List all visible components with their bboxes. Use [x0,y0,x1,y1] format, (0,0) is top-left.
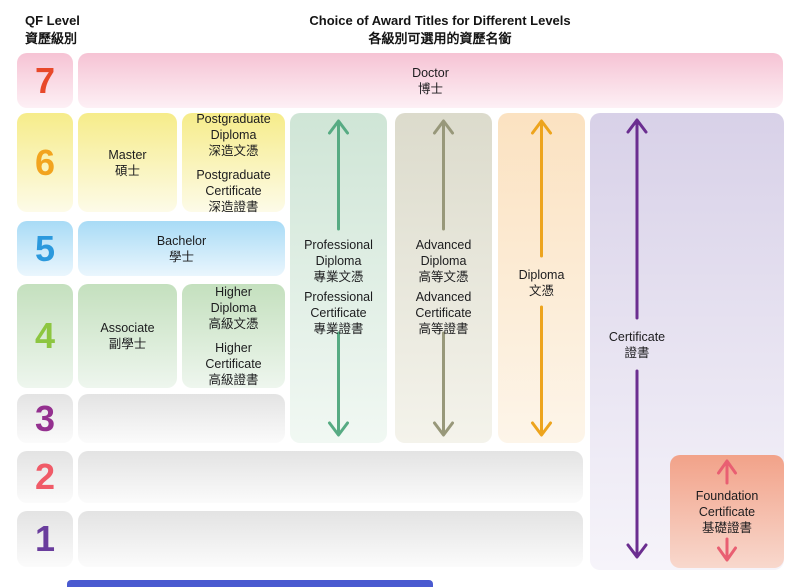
higher-diploma-label-en: Higher Diploma [210,285,257,315]
level-badge-5: 5 [17,221,73,276]
advanced-certificate-label-zh: 高等證書 [418,322,469,336]
level-3-empty-cell [78,394,285,443]
advanced-diploma-label-zh: 高等文憑 [418,270,469,284]
doctor-label-zh: 博士 [417,81,443,96]
certificate-updown-arrow-icon [626,118,648,559]
postgraduate-diploma-label-en: Postgraduate Diploma [196,111,271,142]
advanced-labels: Advanced Diploma 高等文憑 Advanced Certifica… [395,233,492,341]
professional-certificate-label-zh: 專業證書 [313,322,364,336]
qf-level-label-en: QF Level [25,13,80,28]
professional-updown-arrow-icon [328,119,349,437]
foundation-certificate-cell: Foundation Certificate 基礎證書 [670,455,784,568]
higher-certificate-label-en: Higher Certificate [205,341,262,371]
master-cell: Master 碩士 [78,113,177,212]
certificate-label-en: Certificate [608,330,666,344]
postgraduate-certificate-label-zh: 深造證書 [208,199,259,214]
qf-level-label: QF Level 資歷級別 [25,12,80,48]
postgraduate-cell: Postgraduate Diploma 深造文憑 Postgraduate C… [182,111,285,214]
level-badge-7: 7 [17,53,73,108]
advanced-column: Advanced Diploma 高等文憑 Advanced Certifica… [395,113,492,443]
diploma-labels: Diploma 文憑 [498,263,585,303]
professional-column: Professional Diploma 專業文憑 Professional C… [290,113,387,443]
foundation-certificate-label-zh: 基礎證書 [701,521,752,535]
level-badge-4: 4 [17,284,73,388]
level-7-number: 7 [34,59,56,101]
foundation-labels: Foundation Certificate 基礎證書 [670,488,784,536]
bottom-cutoff-bar [67,580,433,587]
advanced-certificate-label-en: Advanced Certificate [415,290,472,320]
master-label-zh: 碩士 [114,163,140,178]
advanced-diploma-label-en: Advanced Diploma [415,238,472,268]
level-1-empty-cell [78,511,583,567]
qf-level-label-zh: 資歷級別 [25,31,78,47]
level-badge-2: 2 [17,451,73,503]
certificate-labels: Certificate 證書 [590,325,684,365]
higher-cell: Higher Diploma 高級文憑 Higher Certificate 高… [182,284,285,388]
doctor-label-en: Doctor [412,65,449,80]
associate-label-en: Associate [100,321,155,335]
page-title: Choice of Award Titles for Different Lev… [80,12,800,48]
level-2-empty-cell [78,451,583,503]
higher-certificate-label-zh: 高級證書 [208,373,259,387]
level-6-number: 6 [34,141,56,183]
professional-diploma-label-en: Professional Diploma [304,238,373,268]
professional-labels: Professional Diploma 專業文憑 Professional C… [290,233,387,341]
higher-diploma-label-zh: 高級文憑 [208,317,259,331]
bachelor-label-en: Bachelor [156,233,207,248]
level-5-number: 5 [34,227,56,269]
level-3-number: 3 [34,397,56,439]
level-badge-1: 1 [17,511,73,567]
page-title-en: Choice of Award Titles for Different Lev… [309,13,571,28]
associate-cell: Associate 副學士 [78,284,177,388]
bachelor-cell: Bachelor 學士 [78,221,285,276]
level-badge-3: 3 [17,394,73,443]
level-4-number: 4 [34,315,56,356]
diploma-label-en: Diploma [518,268,565,282]
master-label-en: Master [108,147,147,162]
diploma-label-zh: 文憑 [528,284,554,298]
professional-certificate-label-en: Professional Certificate [304,290,373,320]
doctor-cell: Doctor 博士 [78,53,783,108]
postgraduate-diploma-label-zh: 深造文憑 [208,143,259,158]
professional-diploma-label-zh: 專業文憑 [313,270,364,284]
postgraduate-certificate-label-en: Postgraduate Certificate [196,167,271,198]
diploma-updown-arrow-icon [531,119,552,437]
level-1-number: 1 [34,518,56,559]
foundation-certificate-label-en: Foundation Certificate [695,489,759,519]
foundation-updown-arrow-icon [717,459,737,562]
bachelor-label-zh: 學士 [168,249,194,264]
diploma-column: Diploma 文憑 [498,113,585,443]
level-2-number: 2 [34,456,56,497]
associate-label-zh: 副學士 [108,337,147,351]
page-title-zh: 各級別可選用的資歷名銜 [368,31,512,47]
advanced-updown-arrow-icon [433,119,454,437]
certificate-arrow-lane: Certificate 證書 [590,113,684,570]
level-badge-6: 6 [17,113,73,212]
certificate-label-zh: 證書 [624,346,650,360]
